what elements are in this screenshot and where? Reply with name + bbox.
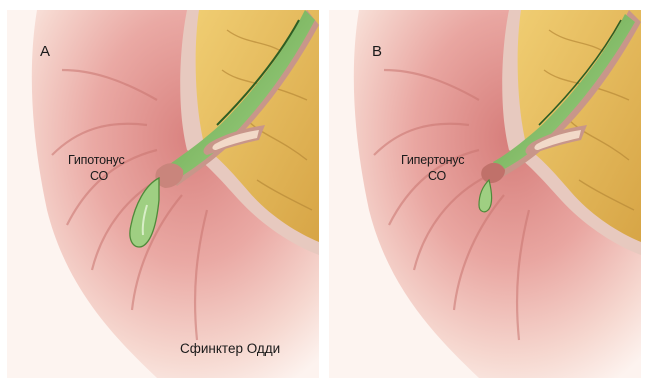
panel-a: A Гипотонус СО Сфинктер Одди	[7, 10, 319, 378]
tone-label-line1: Гипертонус	[401, 153, 464, 167]
tone-label-line1: Гипотонус	[68, 153, 125, 167]
sphincter-caption: Сфинктер Одди	[180, 341, 280, 357]
panel-b-illustration	[329, 10, 641, 378]
tone-label-line2: СО	[90, 169, 108, 183]
panel-b: B Гипертонус СО	[329, 10, 641, 378]
panel-letter: B	[372, 43, 382, 60]
panel-letter: A	[40, 43, 50, 60]
panel-a-illustration	[7, 10, 319, 378]
tone-label-line2: СО	[428, 169, 446, 183]
